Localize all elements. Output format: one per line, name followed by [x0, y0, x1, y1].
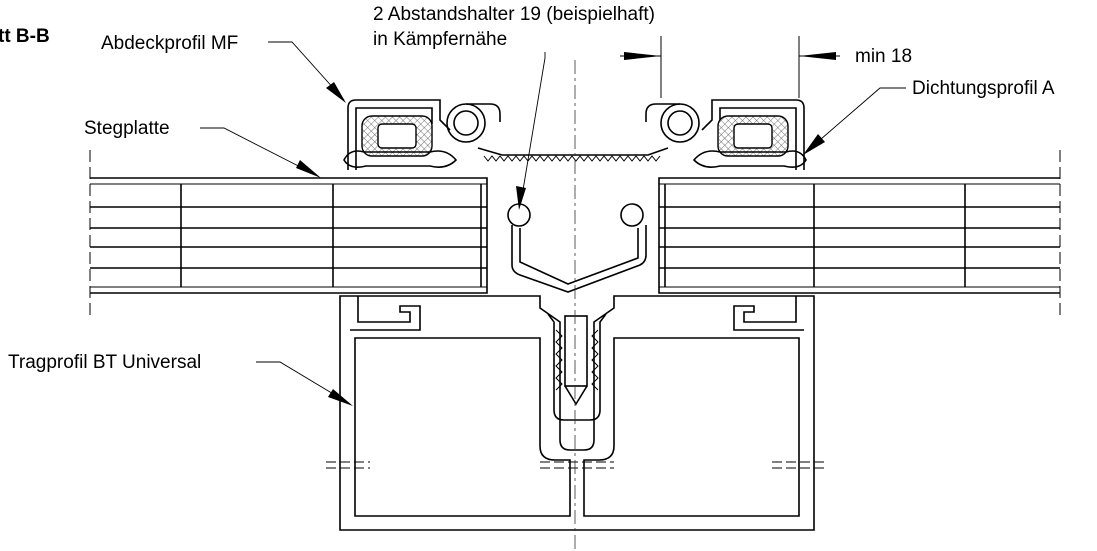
leader-spacer	[516, 52, 546, 210]
label-min-dimension: min 18	[855, 46, 912, 67]
spacer	[507, 203, 647, 293]
label-cover-profile: Abdeckprofil MF	[101, 33, 238, 54]
leader-gasket	[803, 87, 906, 155]
label-gasket-profile: Dichtungsprofil A	[912, 78, 1055, 99]
cover-profile	[347, 99, 805, 170]
label-support-profile: Tragprofil BT Universal	[8, 352, 201, 373]
gasket-left	[343, 115, 458, 168]
section-label: tt B-B	[0, 26, 50, 47]
panel-right	[658, 177, 1060, 294]
label-spacer-line2: in Kämpfernähe	[373, 29, 507, 50]
label-spacer-line1: 2 Abstandshalter 19 (beispielhaft)	[373, 4, 655, 25]
gasket-right	[692, 115, 807, 168]
leader-cover-profile	[268, 41, 346, 103]
dimension-min-18	[620, 36, 840, 98]
panel-left	[90, 177, 488, 294]
label-panel: Stegplatte	[84, 118, 170, 139]
leader-support-profile	[256, 361, 353, 406]
support-profile	[326, 295, 826, 531]
leader-panel	[200, 127, 321, 178]
